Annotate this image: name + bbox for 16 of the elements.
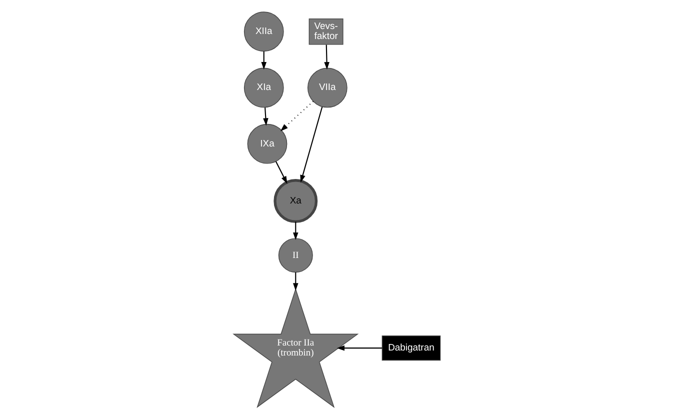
arrow [324,44,329,70]
node-circle: Xa [273,178,318,222]
arrow [292,272,298,290]
node-circle: XIa [243,67,284,108]
arrow [336,344,382,350]
node-circle: XIIa [243,11,284,52]
arrow [292,221,298,240]
arrow [260,50,266,70]
arrow [274,160,287,184]
node-circle: II [278,238,312,272]
node-box: Dabigatran [381,335,440,360]
arrow [280,100,314,131]
node-box: Vevs-faktor [308,18,343,44]
arrow [300,106,322,182]
arrow [262,107,268,126]
node-circle: VIIa [306,67,347,108]
